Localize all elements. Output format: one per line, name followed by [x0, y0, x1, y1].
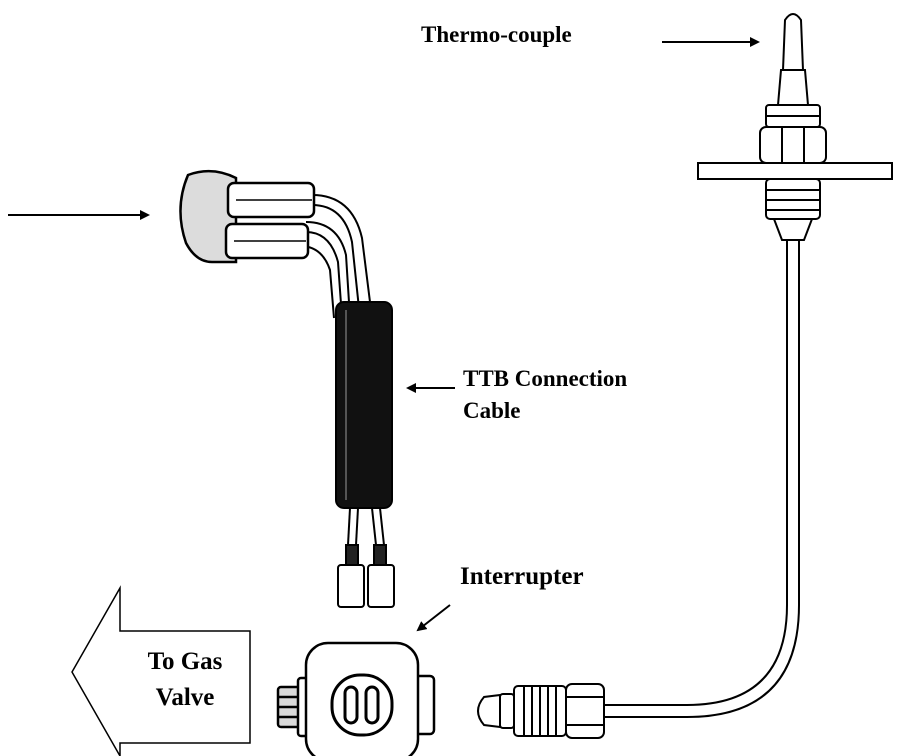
cable-sleeve [335, 301, 393, 509]
thermocouple-tube [600, 240, 800, 718]
interrupter-label: Interrupter [460, 563, 584, 590]
gas-valve-label-line1: To Gas [147, 648, 223, 675]
connector-tip [477, 693, 501, 729]
thermocouple-probe-tip [781, 13, 805, 71]
thermocouple-probe-body [776, 69, 810, 106]
cable-plug [179, 169, 316, 264]
interrupter-body [276, 641, 436, 756]
thermocouple-hex-fitting [759, 126, 827, 164]
ttb-cable-label-line2: Cable [463, 398, 521, 423]
gas-valve-arrow-icon [71, 585, 251, 756]
cable-lower-wires [347, 507, 385, 546]
thermocouple-connector [477, 683, 605, 739]
cable-spade-terminals [337, 544, 395, 608]
gas-valve-label-line2: Valve [155, 684, 215, 711]
gas-valve-label: To Gas Valve [120, 644, 250, 716]
ttb-cable-label: TTB Connection Cable [463, 363, 627, 427]
pointer-arrows [8, 37, 760, 632]
thermocouple-label: Thermo-couple [421, 22, 572, 47]
plug-cap [179, 169, 238, 264]
interrupter-contacts [330, 673, 394, 737]
thermocouple-assembly [697, 13, 893, 241]
connector-hex-nut [565, 683, 605, 739]
ttb-cable-label-line1: TTB Connection [463, 366, 628, 391]
arrow-interrupter [416, 604, 451, 632]
thermocouple-mounting-flange [697, 162, 893, 180]
